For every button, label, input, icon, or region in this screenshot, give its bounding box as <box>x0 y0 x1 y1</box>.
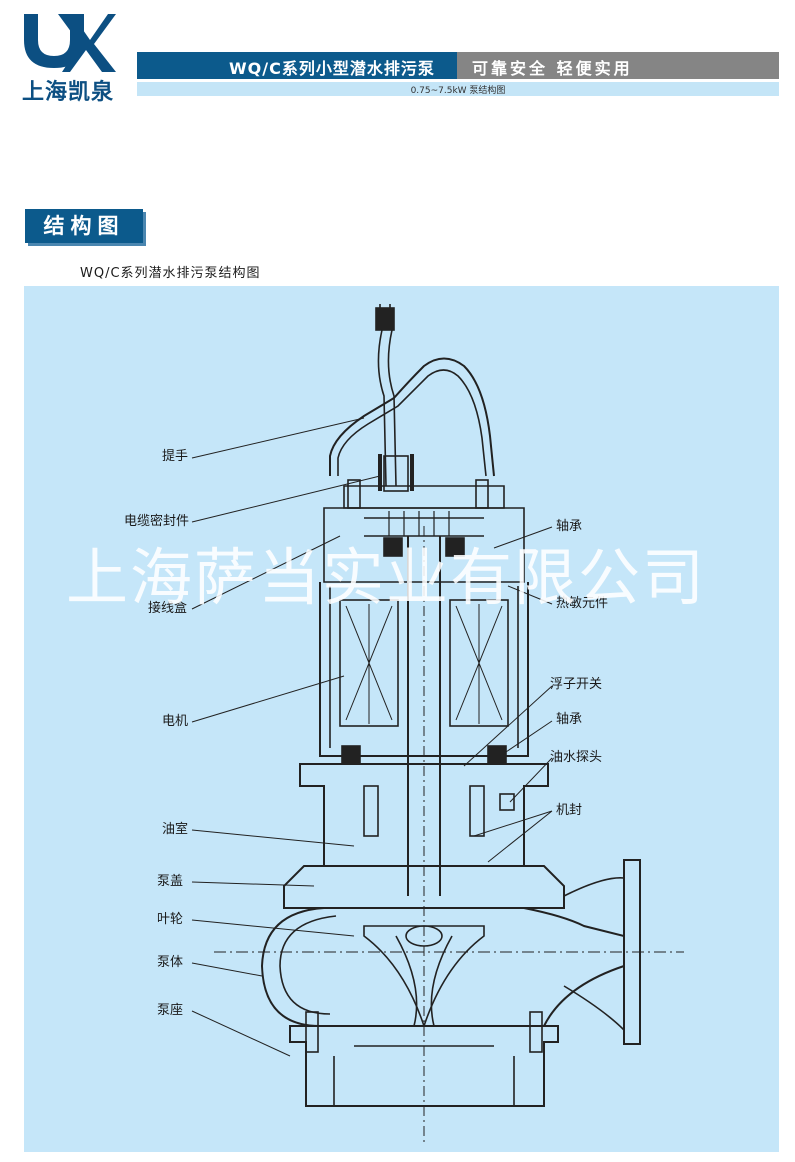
label-float-switch: 浮子开关 <box>550 677 602 692</box>
section-title: 结构图 <box>25 209 143 243</box>
banner-title-block <box>137 52 457 79</box>
label-impeller: 叶轮 <box>157 912 183 927</box>
label-thermal-element: 热敏元件 <box>556 596 608 611</box>
banner-title: WQ/C系列小型潜水排污泵 <box>229 59 435 78</box>
label-terminal-box: 接线盒 <box>148 600 187 616</box>
label-pump-base: 泵座 <box>157 1003 183 1018</box>
label-oil-chamber: 油室 <box>162 821 188 837</box>
label-pump-body: 泵体 <box>157 955 183 970</box>
left-labels: 提手 电缆密封件 接线盒 电机 油室 泵盖 叶轮 泵体 泵座 <box>124 448 189 1018</box>
label-bearing-upper: 轴承 <box>556 519 582 534</box>
header-banner: WQ/C系列小型潜水排污泵 可靠安全 轻便实用 <box>137 52 779 79</box>
header-subbar: 0.75~7.5kW 泵结构图 <box>137 82 779 96</box>
label-bearing-lower: 轴承 <box>556 712 582 727</box>
label-motor: 电机 <box>162 714 188 729</box>
label-pump-cover: 泵盖 <box>157 874 183 889</box>
pump-structure-diagram: 提手 电缆密封件 接线盒 电机 油室 泵盖 叶轮 泵体 泵座 轴承 热敏元件 浮… <box>124 304 684 1146</box>
pump-drawing <box>214 304 684 1146</box>
kaiquan-logo-icon <box>24 14 116 72</box>
label-handle: 提手 <box>162 448 188 464</box>
banner-subtitle: 0.75~7.5kW 泵结构图 <box>410 86 506 96</box>
label-mechanical-seal: 机封 <box>556 803 582 818</box>
right-labels: 轴承 热敏元件 浮子开关 轴承 油水探头 机封 <box>550 519 608 818</box>
brand-text: 上海凯泉 <box>22 80 115 105</box>
label-cable-seal: 电缆密封件 <box>124 513 189 529</box>
company-logo <box>18 10 118 100</box>
label-oil-water-probe: 油水探头 <box>550 750 602 765</box>
watermark: 上海萨当实业有限公司 <box>66 541 707 614</box>
banner-slogan: 可靠安全 轻便实用 <box>472 59 633 78</box>
diagram-caption: WQ/C系列潜水排污泵结构图 <box>80 266 261 281</box>
leader-lines <box>191 417 553 1057</box>
structure-diagram-panel: 提手 电缆密封件 接线盒 电机 油室 泵盖 叶轮 泵体 泵座 轴承 热敏元件 浮… <box>24 286 779 1152</box>
